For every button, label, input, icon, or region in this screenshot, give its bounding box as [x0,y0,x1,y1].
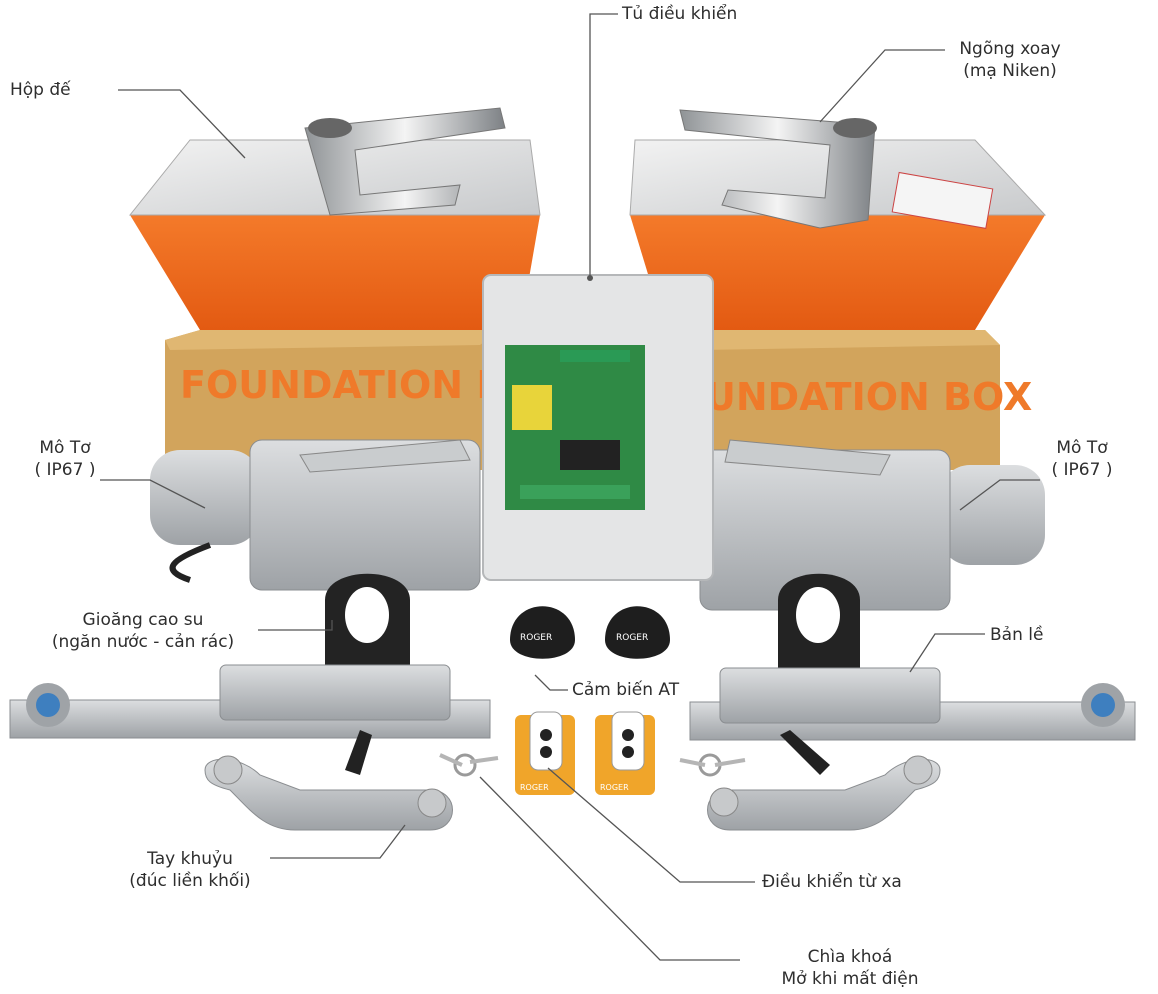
hinge-left [9,664,491,775]
label-key-line2: Mở khi mất điện [781,969,919,989]
label-motor-left: Mô Tơ ( IP67 ) [15,437,115,481]
gasket-right [778,573,860,670]
leader-control-box [589,13,618,278]
remote-brand-right: ROGER [600,783,629,792]
leader-crank [270,824,406,859]
cardboard-box-right: UNDATION BOX [690,330,1032,470]
box-brand-right: UNDATION BOX [705,375,1032,419]
crank-arm-left [204,755,453,831]
photocell-sensor-right: ROGER [605,606,670,659]
leader-sensor [534,674,568,691]
leader-hinge [909,633,985,673]
label-gasket-line1: Gioăng cao su [82,610,204,630]
sensor-brand-right: ROGER [616,633,648,643]
label-key-line1: Chìa khoá [807,947,893,967]
leader-motor-right [959,479,1040,511]
leader-lines [100,13,1040,961]
label-remote: Điều khiển từ xa [762,872,902,892]
pivot-arm-left [304,107,506,216]
label-sensor: Cảm biến AT [572,680,680,700]
leader-base-box [118,89,246,159]
leader-key [479,776,740,961]
label-crank-line1: Tay khuỷu [147,849,233,869]
label-pivot-line2: (mạ Niken) [963,61,1057,81]
gasket-left [325,573,410,670]
label-control-box: Tủ điều khiển [622,4,738,24]
label-key: Chìa khoá Mở khi mất điện [750,946,950,990]
label-gasket-line2: (ngăn nước - cản rác) [51,632,235,652]
crank-arm-right [707,755,941,831]
pivot-arm-right [679,109,877,229]
sensor-brand-left: ROGER [520,633,552,643]
box-brand-left: FOUNDATION BO [180,363,538,407]
control-box [482,274,714,581]
label-motor-right: Mô Tơ ( IP67 ) [1032,437,1132,481]
motor-right [699,439,1045,611]
leader-remote [547,767,755,883]
label-crank: Tay khuỷu (đúc liền khối) [110,848,270,892]
label-motor-left-line2: ( IP67 ) [34,460,96,480]
label-motor-right-line1: Mô Tơ [1056,438,1108,458]
label-crank-line2: (đúc liền khối) [129,871,251,891]
label-hinge: Bản lề [990,625,1044,645]
label-gasket: Gioăng cao su (ngăn nước - cản rác) [26,609,260,653]
label-base-box: Hộp đế [10,80,71,100]
leader-gasket [258,620,333,631]
keys-left [439,753,499,777]
leader-pivot [819,49,945,123]
keys-right [679,753,746,777]
remote-control-left: ROGER [515,711,575,795]
remote-control-right: ROGER [595,711,655,795]
label-pivot: Ngõng xoay (mạ Niken) [935,38,1085,82]
photocell-sensor-left: ROGER [510,606,575,659]
hinge-right [689,667,1136,775]
leader-motor-left [100,479,206,509]
remote-brand-left: ROGER [520,783,549,792]
cardboard-box-left: FOUNDATION BO [165,330,538,470]
label-pivot-line1: Ngõng xoay [959,39,1061,59]
label-motor-left-line1: Mô Tơ [39,438,91,458]
label-motor-right-line2: ( IP67 ) [1051,460,1113,480]
motor-left [150,439,481,591]
